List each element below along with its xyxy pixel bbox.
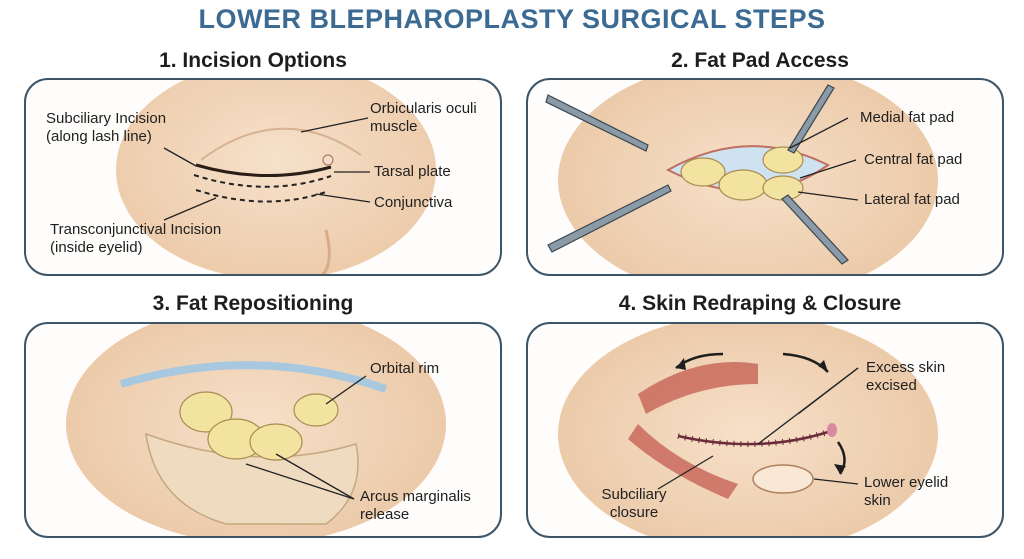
label-subciliary-closure-2: closure — [609, 504, 659, 521]
tear-duct — [827, 423, 837, 437]
label-central-fat-pad: Central fat pad — [864, 151, 963, 168]
closure-illustration — [558, 324, 938, 536]
panel-fat-repositioning: Orbital rim Arcus marginalis release — [24, 322, 502, 538]
panel-4-title: 4. Skin Redraping & Closure — [618, 292, 902, 315]
medial-fat-pad — [680, 157, 726, 187]
subciliary-incision-line — [195, 163, 332, 177]
label-excess-skin-2: excised — [866, 377, 917, 394]
label-subciliary-1: Subciliary Incision — [46, 110, 167, 127]
label-orbicularis-2: muscle — [370, 118, 418, 135]
retractor-left — [547, 184, 672, 253]
label-lower-eyelid-skin-1: Lower eyelid — [864, 474, 949, 491]
panel-2-title: 2. Fat Pad Access — [671, 49, 849, 72]
forceps-lower — [781, 194, 849, 265]
central-fat-pad — [718, 169, 768, 201]
panel-fat-pad-access: Medial fat pad Central fat pad Lateral f… — [526, 78, 1004, 276]
page-title: LOWER BLEPHAROPLASTY SURGICAL STEPS — [198, 4, 826, 34]
incision-illustration — [116, 80, 436, 274]
conjunctiva-band — [119, 361, 388, 393]
muscle-band-upper — [638, 362, 758, 414]
fat-pad-3 — [249, 423, 303, 461]
lower-eyelid-skin-flap — [752, 464, 814, 494]
label-lower-eyelid-skin-2: skin — [864, 492, 891, 509]
panel-3-title: 3. Fat Repositioning — [152, 292, 354, 315]
forceps-upper — [787, 84, 835, 154]
label-excess-skin-1: Excess skin — [866, 359, 946, 376]
tear-duct — [322, 154, 334, 166]
label-tarsal-plate: Tarsal plate — [374, 163, 451, 180]
label-orbicularis-1: Orbicularis oculi — [370, 100, 477, 117]
fat-pad-illustration — [545, 80, 938, 274]
muscle-band-lower — [628, 424, 738, 499]
label-subciliary-2: (along lash line) — [46, 128, 152, 145]
lateral-fat-pad-upper — [762, 146, 804, 174]
lateral-fat-pad — [762, 175, 804, 201]
label-conjunctiva: Conjunctiva — [374, 194, 453, 211]
scalpel-instrument — [545, 94, 649, 152]
repositioning-illustration — [66, 324, 446, 536]
transconjunctival-incision-lower — [195, 189, 327, 203]
fat-pad-4 — [293, 393, 339, 427]
label-lateral-fat-pad: Lateral fat pad — [864, 191, 960, 208]
label-subciliary-closure-1: Subciliary — [601, 486, 667, 503]
label-transconjunctival-1: Transconjunctival Incision — [50, 221, 222, 238]
label-orbital-rim: Orbital rim — [370, 360, 440, 377]
nose-outline — [321, 229, 331, 274]
label-arcus-marginalis-1: Arcus marginalis — [360, 488, 471, 505]
label-transconjunctival-2: (inside eyelid) — [50, 239, 143, 256]
subciliary-closure-line — [677, 430, 829, 446]
panel-1-title: 1. Incision Options — [159, 49, 347, 72]
label-arcus-marginalis-2: release — [360, 506, 410, 523]
label-medial-fat-pad: Medial fat pad — [860, 109, 955, 126]
fat-pad-1 — [179, 391, 233, 433]
panel-incision-options: Subciliary Incision (along lash line) Or… — [24, 78, 502, 276]
face-skin — [558, 324, 938, 536]
face-skin — [116, 80, 436, 274]
panel-skin-redraping: Excess skin excised Subciliary closure L… — [526, 322, 1004, 538]
